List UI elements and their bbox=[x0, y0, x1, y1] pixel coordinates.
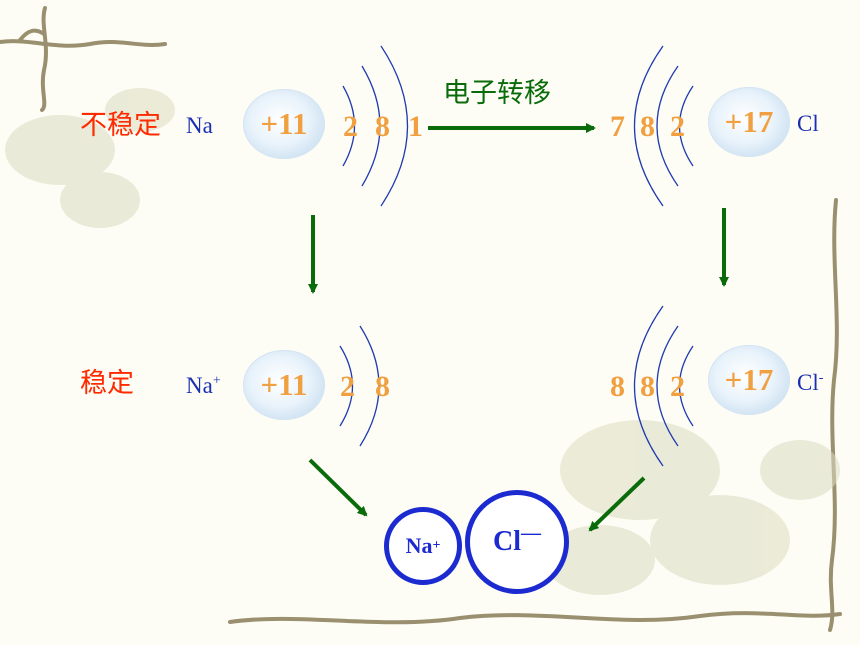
na-atom-shell-2: 8 bbox=[375, 110, 390, 143]
cl-ion-charge: - bbox=[818, 370, 824, 386]
na-atom-nucleus: +11 bbox=[243, 89, 325, 159]
faded-leaves bbox=[5, 88, 840, 595]
cl-ion-shell-2: 8 bbox=[640, 370, 655, 403]
unstable-label: 不稳定 bbox=[80, 110, 161, 141]
cl-atom-shell-1: 7 bbox=[610, 110, 625, 143]
product-cl-charge: — bbox=[521, 521, 541, 544]
na-ion-shell-arcs bbox=[339, 325, 380, 447]
na-atom-shell-3: 1 bbox=[408, 110, 423, 143]
na-ion-shell-2: 8 bbox=[375, 370, 390, 403]
cl-atom-shell-arcs bbox=[633, 45, 694, 207]
na-ion-symbol-text: Na bbox=[186, 373, 213, 398]
cl-ion-symbol-text: Cl bbox=[797, 370, 819, 395]
product-cl-ion: Cl— bbox=[465, 490, 569, 594]
electron-transfer-label: 电子转移 bbox=[443, 78, 551, 109]
na-atom-shell-1: 2 bbox=[343, 110, 358, 143]
na-ion-charge: + bbox=[212, 373, 221, 389]
stable-label: 稳定 bbox=[80, 368, 134, 399]
na-ion-shell-1: 2 bbox=[340, 370, 355, 403]
vine-border-bottom bbox=[228, 611, 842, 625]
product-na-ion: Na+ bbox=[384, 507, 462, 585]
cl-atom-shell-2: 8 bbox=[640, 110, 655, 143]
cl-ion-to-product-arrow bbox=[588, 476, 646, 532]
product-na-symbol: Na bbox=[405, 533, 433, 558]
vine-border-left-top bbox=[0, 6, 167, 112]
product-cl-symbol: Cl bbox=[493, 526, 521, 557]
na-atom-shell-arcs bbox=[342, 45, 409, 207]
cl-ion-symbol: Cl- bbox=[797, 371, 823, 394]
na-atom-symbol: Na bbox=[186, 113, 213, 138]
cl-ion-nucleus: +17 bbox=[708, 345, 790, 415]
cl-ion-shell-3: 2 bbox=[670, 370, 685, 403]
cl-ion-shell-1: 8 bbox=[610, 370, 625, 403]
na-ion-symbol: Na+ bbox=[186, 374, 221, 397]
na-ion-nucleus: +11 bbox=[243, 350, 325, 420]
cl-atom-nucleus: +17 bbox=[708, 87, 790, 157]
arrows bbox=[308, 123, 729, 532]
cl-atom-shell-3: 2 bbox=[670, 110, 685, 143]
vine-border-right bbox=[828, 198, 839, 632]
cl-atom-symbol: Cl bbox=[797, 111, 819, 136]
cl-ion-shell-arcs bbox=[633, 305, 694, 467]
na-ion-to-product-arrow bbox=[308, 458, 368, 517]
product-na-charge: + bbox=[432, 538, 441, 553]
